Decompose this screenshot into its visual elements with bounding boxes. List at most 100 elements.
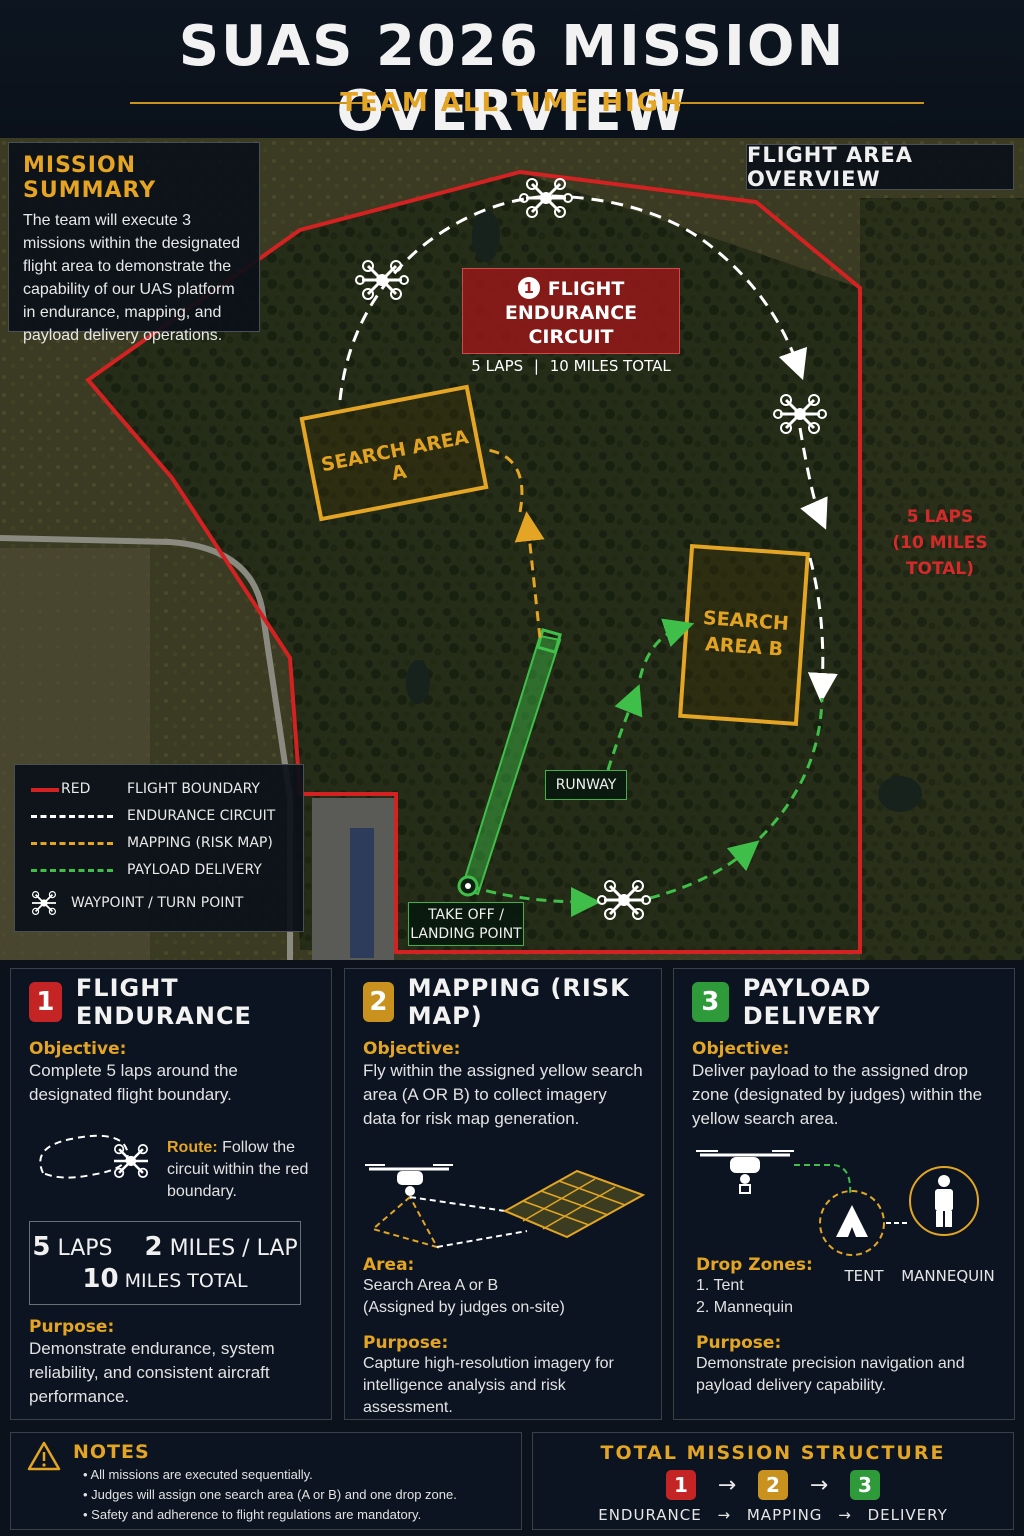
mission-3-objective: Deliver payload to the assigned drop zon…: [692, 1061, 983, 1128]
side-laps-line1: 5 LAPS: [906, 507, 974, 527]
flight-boundary-line: [85, 169, 862, 954]
legend-key-red: RED: [61, 780, 91, 797]
subtitle-rule-left: [130, 102, 366, 104]
mission-1-route-label: Route:: [167, 1139, 218, 1156]
total-structure-title: TOTAL MISSION STRUCTURE: [600, 1442, 946, 1464]
mission-1-stats-box: 5 LAPS 2 MILES / LAP 10 MILES TOTAL: [29, 1221, 301, 1305]
mission-card-mapping: 2 MAPPING (RISK MAP) Objective: Fly with…: [344, 968, 662, 1420]
side-laps-line2: (10 MILES TOTAL): [892, 533, 988, 579]
legend-row-payload: PAYLOAD DELIVERY: [27, 856, 291, 883]
note-item: Safety and adherence to flight regulatio…: [83, 1505, 507, 1525]
mission-3-header: 3 PAYLOAD DELIVERY: [692, 969, 996, 1035]
stat-laps-unit: LAPS: [57, 1236, 113, 1261]
endurance-badge-title-line1: FLIGHT ENDURANCE: [504, 278, 638, 324]
mission-1-objective-label: Objective:: [29, 1039, 127, 1059]
mission-1-badge: 1: [29, 982, 62, 1022]
mission-3-title: PAYLOAD DELIVERY: [742, 974, 881, 1030]
flight-area-overview-label: FLIGHT AREA OVERVIEW: [746, 143, 1014, 191]
mapping-path-turn: [487, 448, 524, 513]
mission-3-objective-label: Objective:: [692, 1039, 790, 1059]
flow-step-names: ENDURANCE → MAPPING → DELIVERY: [533, 1506, 1013, 1524]
team-name: TEAM ALL TIME HIGH: [340, 88, 684, 118]
search-area-a-box: [299, 384, 489, 522]
tent-label: TENT: [844, 1267, 884, 1285]
warning-icon: [27, 1441, 61, 1471]
endurance-circuit-east-1: [798, 427, 828, 530]
mission-2-title: MAPPING (RISK MAP): [407, 974, 630, 1030]
legend-label-waypoint: WAYPOINT / TURN POINT: [71, 894, 244, 911]
flow-name-endurance: ENDURANCE: [598, 1506, 702, 1524]
header: SUAS 2026 MISSION OVERVIEW TEAM ALL TIME…: [0, 0, 1024, 144]
endurance-badge-title-line2: CIRCUIT: [528, 326, 614, 348]
mission-flow: 1 → 2 → 3: [533, 1470, 1013, 1500]
legend-row-endurance: ENDURANCE CIRCUIT: [27, 802, 291, 829]
endurance-circuit-north: [338, 194, 808, 401]
payload-path-out: [469, 884, 601, 917]
takeoff-line2: LANDING POINT: [410, 926, 522, 942]
flow-step-1-badge: 1: [666, 1470, 696, 1500]
endurance-circuit-east-2: [807, 557, 838, 703]
flow-step-3-badge: 3: [850, 1470, 880, 1500]
mission-summary-panel: MISSION SUMMARY The team will execute 3 …: [8, 142, 260, 344]
mapping-path-up: [514, 511, 545, 639]
endurance-badge-stats: 5 LAPS | 10 MILES TOTAL: [463, 357, 679, 375]
mapping-drone-grid-icon: [365, 1164, 645, 1249]
takeoff-line1: TAKE OFF /: [428, 907, 504, 923]
mission-2-area-block: Area: Search Area A or B (Assigned by ju…: [363, 1251, 653, 1319]
flow-name-arrow-icon: →: [717, 1506, 732, 1524]
payload-drop-icon: [696, 1150, 979, 1256]
mission-1-title: FLIGHT ENDURANCE: [75, 974, 252, 1030]
legend-label-endurance: ENDURANCE CIRCUIT: [127, 807, 276, 824]
legend-row-mapping: MAPPING (RISK MAP): [27, 829, 291, 856]
mission-3-purpose-block: Purpose: Demonstrate precision navigatio…: [696, 1329, 996, 1397]
mission-1-purpose-label: Purpose:: [29, 1317, 115, 1337]
flight-area-map: MISSION SUMMARY The team will execute 3 …: [0, 138, 1024, 960]
mission-3-badge: 3: [692, 982, 729, 1022]
flow-arrow-icon: →: [809, 1472, 829, 1498]
endurance-badge-number: 1: [517, 277, 540, 299]
legend-label-payload: PAYLOAD DELIVERY: [127, 861, 262, 878]
notes-panel: NOTES All missions are executed sequenti…: [10, 1432, 522, 1530]
mission-2-area-line1: Search Area A or B: [363, 1277, 499, 1294]
mission-3-purpose-label: Purpose:: [696, 1333, 782, 1353]
payload-path-east: [758, 697, 824, 840]
mission-2-purpose: Capture high-resolution imagery for inte…: [363, 1355, 614, 1416]
mission-2-header: 2 MAPPING (RISK MAP): [363, 969, 643, 1035]
mission-2-area-line2: (Assigned by judges on-site): [363, 1299, 565, 1316]
payload-path-to-b: [638, 618, 695, 679]
mission-2-area-label: Area:: [363, 1255, 415, 1275]
mission-1-objective: Complete 5 laps around the designated fl…: [29, 1061, 238, 1104]
stat-total-unit: MILES TOTAL: [124, 1270, 248, 1292]
payload-path-north: [606, 684, 643, 771]
page-title: SUAS 2026 MISSION OVERVIEW: [178, 14, 846, 144]
mission-1-header: 1 FLIGHT ENDURANCE: [29, 969, 313, 1035]
subtitle-row: TEAM ALL TIME HIGH: [0, 88, 1024, 122]
flow-name-delivery: DELIVERY: [867, 1506, 948, 1524]
endurance-badge-miles: 10 MILES TOTAL: [549, 357, 671, 375]
stat-mpl-number: 2: [144, 1232, 163, 1262]
flow-name-mapping: MAPPING: [746, 1506, 823, 1524]
mission-2-purpose-label: Purpose:: [363, 1333, 449, 1353]
mission-3-drop-2: 2. Mannequin: [696, 1299, 793, 1316]
legend-label-boundary: FLIGHT BOUNDARY: [127, 780, 260, 797]
notes-title: NOTES: [73, 1441, 150, 1463]
flow-arrow-icon: →: [717, 1472, 737, 1498]
stat-total-number: 10: [82, 1264, 119, 1294]
mission-summary-text: The team will execute 3 missions within …: [23, 212, 241, 344]
payload-path-climb: [649, 840, 760, 900]
legend-label-mapping: MAPPING (RISK MAP): [127, 834, 273, 851]
takeoff-landing-label: TAKE OFF / LANDING POINT: [408, 902, 524, 946]
mission-2-objective-label: Objective:: [363, 1039, 461, 1059]
stat-laps-number: 5: [32, 1232, 51, 1262]
subtitle-rule-right: [668, 102, 924, 104]
flow-step-2-badge: 2: [758, 1470, 788, 1500]
note-item: All missions are executed sequentially.: [83, 1465, 507, 1485]
endurance-badge-laps: 5 LAPS: [471, 357, 524, 375]
note-item: Judges will assign one search area (A or…: [83, 1485, 507, 1505]
search-area-b-label: SEARCH AREA B: [688, 604, 801, 664]
legend-row-waypoint: WAYPOINT / TURN POINT: [27, 889, 291, 916]
mission-1-route-text: Follow the circuit within the red bounda…: [167, 1139, 309, 1200]
map-legend: RED FLIGHT BOUNDARY ENDURANCE CIRCUIT MA…: [14, 764, 304, 932]
mission-card-payload: 3 PAYLOAD DELIVERY Objective: Deliver pa…: [673, 968, 1015, 1420]
